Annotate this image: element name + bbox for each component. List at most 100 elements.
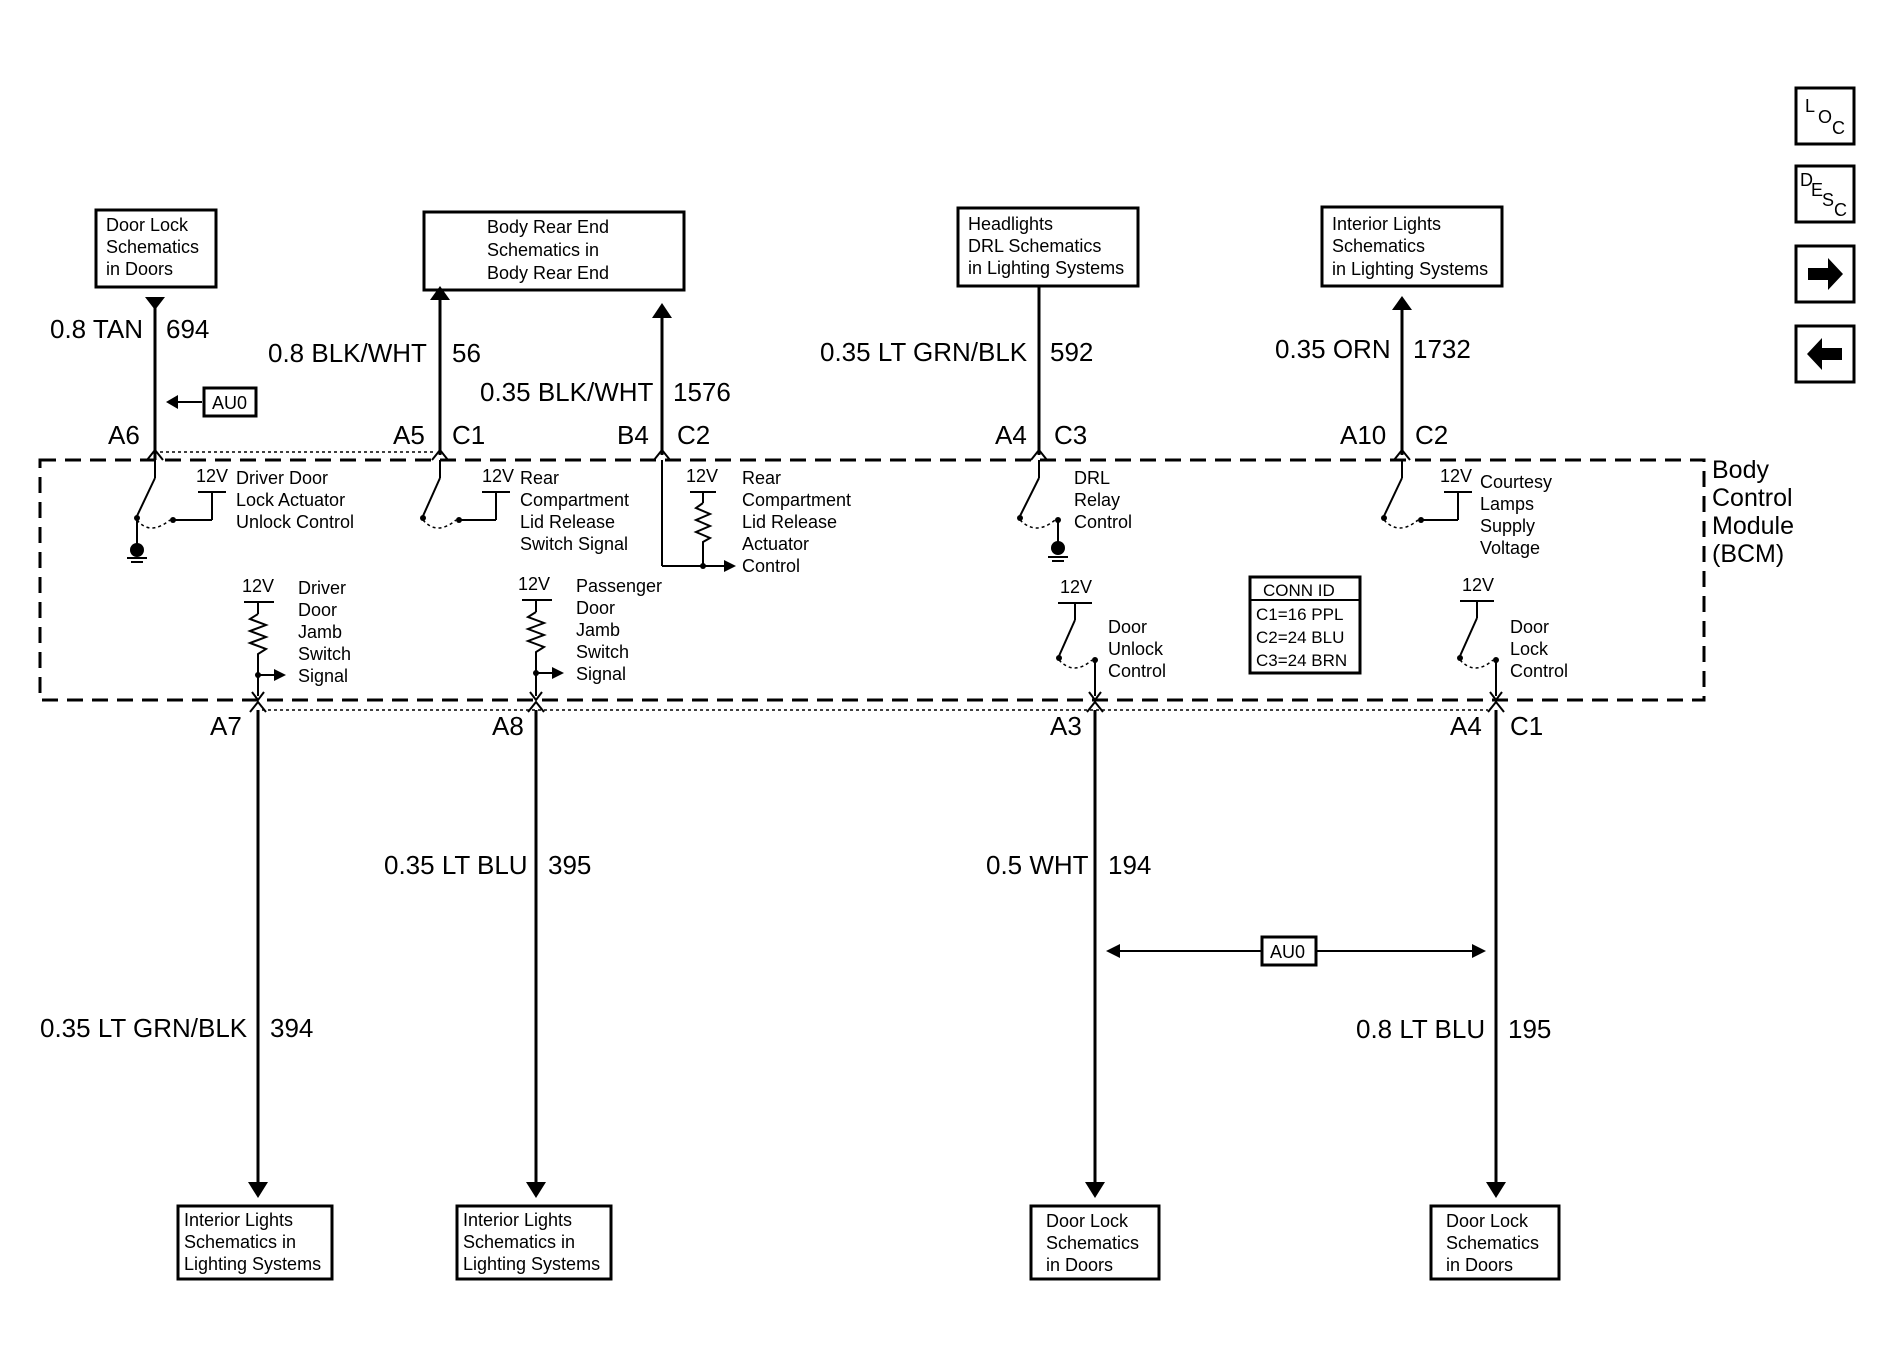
arrow-down-icon <box>1085 1182 1105 1198</box>
ref-box-line: in Doors <box>106 259 173 279</box>
ref-box-interior-lights-top[interactable]: Interior Lights Schematics in Lighting S… <box>1320 205 1504 288</box>
wire-color-label: 0.8 BLK/WHT <box>268 338 427 368</box>
ref-box-door-lock-bottom-1[interactable]: Door Lock Schematics in Doors <box>1029 1204 1161 1281</box>
loc-letter-l: L <box>1805 96 1815 116</box>
pin-label: A3 <box>1050 711 1082 741</box>
internal-label: Signal <box>576 664 626 684</box>
supply-label: 12V <box>242 576 274 596</box>
driver-lock-switch: 12V Driver Door Lock Actuator Unlock Con… <box>127 460 354 563</box>
internal-label: Lid Release <box>520 512 615 532</box>
wire-circuit-label: 395 <box>548 850 591 880</box>
connector-pin-icon <box>1393 448 1411 461</box>
internal-label: Compartment <box>742 490 851 510</box>
door-unlock-circuit: 12V Door Unlock Control <box>1056 577 1166 702</box>
option-code: AU0 <box>212 393 247 413</box>
arrow-left-icon <box>166 395 178 409</box>
internal-label: Control <box>742 556 800 576</box>
desc-letter-e: E <box>1811 180 1823 200</box>
ref-box-line: Schematics in <box>463 1232 575 1252</box>
conn-id-row: C1=16 PPL <box>1256 605 1343 624</box>
conn-id-title: CONN ID <box>1263 581 1335 600</box>
wire-color-label: 0.35 LT BLU <box>384 850 528 880</box>
pin-label: C3 <box>1054 420 1087 450</box>
courtesy-switch: 12V Courtesy Lamps Supply Voltage <box>1381 460 1552 558</box>
option-au0-top: AU0 <box>166 386 258 418</box>
internal-label: Control <box>1108 661 1166 681</box>
pin-label: C2 <box>1415 420 1448 450</box>
internal-label: Driver Door <box>236 468 328 488</box>
ref-box-door-lock-bottom-2[interactable]: Door Lock Schematics in Doors <box>1429 1204 1561 1281</box>
supply-label: 12V <box>1060 577 1092 597</box>
connector-pin-icon <box>431 448 449 461</box>
ref-box-line: Interior Lights <box>184 1210 293 1230</box>
wire-color-label: 0.8 TAN <box>50 314 143 344</box>
internal-label: Door <box>1108 617 1147 637</box>
ref-box-door-lock-top[interactable]: Door Lock Schematics in Doors <box>94 208 218 289</box>
internal-label: Lamps <box>1480 494 1534 514</box>
internal-label: Courtesy <box>1480 472 1552 492</box>
arrow-right-icon <box>1808 258 1843 290</box>
internal-label: Rear <box>520 468 559 488</box>
pin-label: A7 <box>210 711 242 741</box>
conn-id-row: C3=24 BRN <box>1256 651 1347 670</box>
internal-label: Passenger <box>576 576 662 596</box>
internal-label: Switch <box>298 644 351 664</box>
pin-label: C1 <box>452 420 485 450</box>
drl-switch: DRL Relay Control <box>1017 460 1132 562</box>
next-page-button[interactable] <box>1794 244 1856 304</box>
ground-icon <box>1051 541 1065 555</box>
internal-label: Lock <box>1510 639 1549 659</box>
bcm-label-line: (BCM) <box>1712 540 1784 568</box>
wire-color-label: 0.35 BLK/WHT <box>480 377 654 407</box>
internal-label: Driver <box>298 578 346 598</box>
internal-label: Switch <box>576 642 629 662</box>
arrow-right-icon <box>1472 944 1486 958</box>
internal-label: Lock Actuator <box>236 490 345 510</box>
previous-page-button[interactable] <box>1794 324 1856 384</box>
internal-label: Voltage <box>1480 538 1540 558</box>
bcm-label-line: Body <box>1712 456 1769 484</box>
ref-box-headlights-drl[interactable]: Headlights DRL Schematics in Lighting Sy… <box>956 206 1140 288</box>
arrow-left-icon <box>1807 338 1842 370</box>
pin-label: A4 <box>995 420 1027 450</box>
connector-pin-icon <box>146 448 164 461</box>
arrow-up-icon <box>430 286 450 300</box>
arrow-down-icon <box>1486 1182 1506 1198</box>
wire-color-label: 0.35 LT GRN/BLK <box>40 1013 248 1043</box>
ref-box-interior-lights-bottom-2[interactable]: Interior Lights Schematics in Lighting S… <box>455 1204 613 1281</box>
wire-circuit-label: 1576 <box>673 377 731 407</box>
desc-letter-c: C <box>1834 200 1847 220</box>
arrow-down-icon <box>526 1182 546 1198</box>
wire-color-label: 0.5 WHT <box>986 850 1089 880</box>
option-code: AU0 <box>1270 942 1305 962</box>
desc-button[interactable]: D E S C <box>1794 164 1856 224</box>
desc-letter-s: S <box>1822 190 1834 210</box>
pin-label: A8 <box>492 711 524 741</box>
option-au0-bottom: AU0 <box>1106 935 1486 967</box>
ref-box-line: Body Rear End <box>487 217 609 237</box>
wire-circuit-label: 592 <box>1050 337 1093 367</box>
supply-label: 12V <box>1462 575 1494 595</box>
internal-label: Door <box>298 600 337 620</box>
ref-box-interior-lights-bottom-1[interactable]: Interior Lights Schematics in Lighting S… <box>176 1204 334 1281</box>
arrow-down-icon <box>145 297 165 310</box>
internal-label: Control <box>1074 512 1132 532</box>
wire-circuit-label: 56 <box>452 338 481 368</box>
ref-box-line: Door Lock <box>106 215 189 235</box>
ref-box-body-rear-end[interactable]: Body Rear End Schematics in Body Rear En… <box>422 210 686 292</box>
ref-box-line: Schematics <box>1332 236 1425 256</box>
ref-box-line: Body Rear End <box>487 263 609 283</box>
passenger-jamb-circuit: 12V Passenger Door Jamb Switch Signal <box>518 574 662 702</box>
wire-color-label: 0.8 LT BLU <box>1356 1014 1485 1044</box>
arrow-right-icon <box>724 560 736 572</box>
ref-box-line: Schematics in <box>184 1232 296 1252</box>
loc-button[interactable]: L O C <box>1794 86 1856 146</box>
pin-label: A5 <box>393 420 425 450</box>
bcm-boundary <box>38 458 1706 702</box>
pin-label: A10 <box>1340 420 1386 450</box>
ground-icon <box>130 543 144 557</box>
arrow-down-icon <box>248 1182 268 1198</box>
internal-label: Unlock <box>1108 639 1164 659</box>
ref-box-line: Lighting Systems <box>184 1254 321 1274</box>
arrow-right-icon <box>274 669 286 681</box>
